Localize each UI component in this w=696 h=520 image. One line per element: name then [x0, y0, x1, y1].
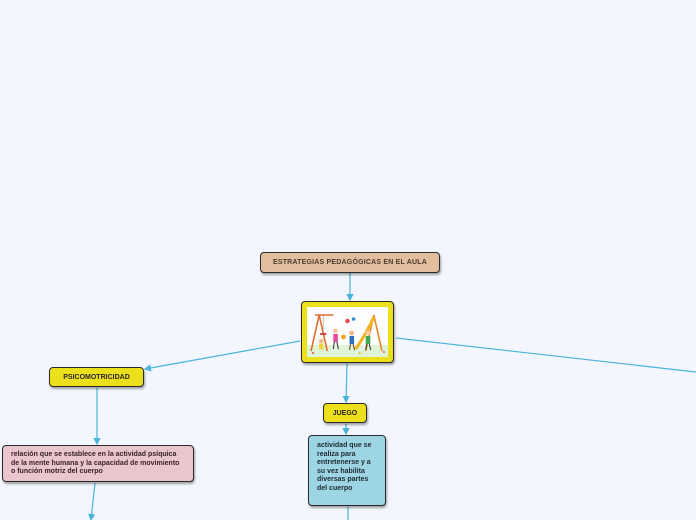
psicomotricidad-label: PSICOMOTRICIDAD	[63, 373, 130, 381]
connector-image-juego	[342, 363, 350, 404]
psicomotricidad-description-text: relación que se establece en la activida…	[11, 451, 180, 475]
connector-image-right	[395, 337, 696, 373]
root-topic-label: ESTRATEGIAS PEDAGÓGICAS EN EL AULA	[272, 259, 428, 266]
psicomotricidad-description[interactable]: relación que se establece en la activida…	[2, 445, 194, 482]
connector-image-psico	[143, 340, 301, 372]
connector-psico-desc-down	[88, 482, 96, 520]
psicomotricidad-topic[interactable]: PSICOMOTRICIDAD	[49, 367, 144, 387]
juego-description[interactable]: actividad que se realiza para entretener…	[308, 435, 386, 506]
root-topic[interactable]: ESTRATEGIAS PEDAGÓGICAS EN EL AULA	[260, 252, 440, 273]
juego-topic[interactable]: JUEGO	[323, 403, 367, 423]
children-playground-illustration	[307, 307, 388, 357]
juego-label: JUEGO	[332, 409, 358, 417]
image-topic[interactable]	[301, 301, 394, 363]
juego-description-text: actividad que se realiza para entretener…	[317, 442, 372, 492]
